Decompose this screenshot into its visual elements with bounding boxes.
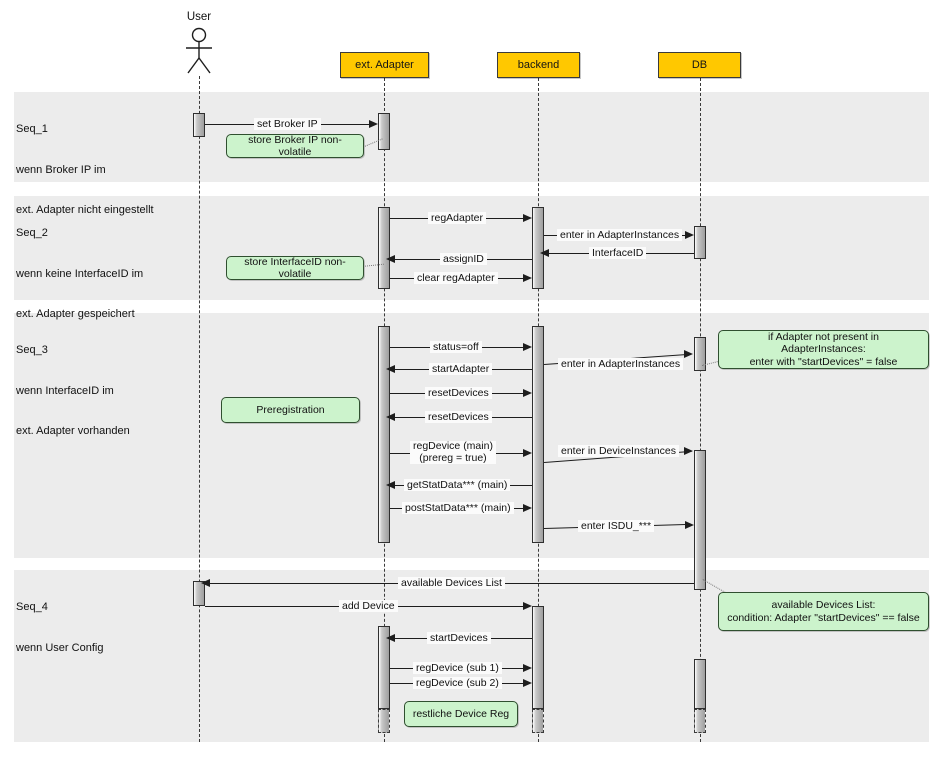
- message-arrow-available-devices-list: [201, 578, 210, 587]
- message-label-available-devices-list: available Devices List: [398, 577, 505, 589]
- note-restliche-device-reg: restliche Device Reg: [404, 701, 518, 727]
- fragment-name-seq3: Seq_3: [16, 344, 48, 356]
- note-if-adapter-not-present: if Adapter not present in AdapterInstanc…: [718, 330, 929, 369]
- lifeline-label-adapter: ext. Adapter: [355, 59, 414, 71]
- message-label-enter-deviceinstances: enter in DeviceInstances: [558, 445, 679, 457]
- activation-backend-seq4: [532, 606, 544, 709]
- message-label-reg-device-sub1: regDevice (sub 1): [413, 662, 502, 674]
- note-store-interfaceid: store InterfaceID non-volatile: [226, 256, 364, 280]
- message-label-enter-isdu: enter ISDU_***: [578, 520, 655, 532]
- message-label-interfaceid: InterfaceID: [589, 247, 647, 259]
- activation-continuation-db: [694, 709, 706, 733]
- message-arrow-enter-adapterinstances-1: [685, 230, 694, 239]
- activation-adapter-seq4: [378, 626, 390, 709]
- fragment-cond1-seq2: wenn keine InterfaceID im: [16, 267, 144, 280]
- note-available-devices-list-line2: condition: Adapter "startDevices" == fal…: [727, 611, 920, 624]
- activation-user-seq4: [193, 581, 205, 606]
- message-arrow-interfaceid: [540, 248, 549, 257]
- note-preregistration: Preregistration: [221, 397, 360, 423]
- lifeline-head-adapter[interactable]: ext. Adapter: [340, 52, 429, 78]
- activation-db-seq3-b: [694, 450, 706, 590]
- message-label-reset-devices-2: resetDevices: [425, 411, 492, 423]
- note-if-adapter-not-present-line2: enter with "startDevices" = false: [749, 355, 898, 368]
- activation-continuation-adapter: [378, 709, 390, 733]
- activation-continuation-backend: [532, 709, 544, 733]
- message-arrow-add-device: [523, 601, 532, 610]
- message-label-start-devices: startDevices: [427, 632, 491, 644]
- activation-adapter-seq1: [378, 113, 390, 150]
- message-label-enter-adapterinstances-2: enter in AdapterInstances: [558, 358, 684, 370]
- message-arrow-start-adapter: [386, 364, 395, 373]
- fragment-name-seq2: Seq_2: [16, 227, 48, 239]
- fragment-name-seq1: Seq_1: [16, 123, 48, 135]
- lifeline-label-db: DB: [691, 59, 708, 71]
- fragment-cond2-seq3: ext. Adapter vorhanden: [16, 425, 130, 437]
- message-arrow-reg-device-sub1: [523, 663, 532, 672]
- note-store-broker-ip: store Broker IP non-volatile: [226, 134, 364, 158]
- message-label-reg-device-main-line2: (prereg = true): [419, 451, 487, 464]
- activation-backend-seq3: [532, 326, 544, 543]
- message-label-post-statdata: postStatData*** (main): [402, 502, 514, 514]
- fragment-label-seq1: Seq_1 wenn Broker IP im ext. Adapter nic…: [16, 96, 154, 245]
- fragment-name-seq4: Seq_4: [16, 601, 48, 613]
- fragment-cond2-seq1: ext. Adapter nicht eingestellt: [16, 204, 154, 216]
- note-if-adapter-not-present-line1: if Adapter not present in AdapterInstanc…: [768, 330, 879, 356]
- note-available-devices-list: available Devices List: condition: Adapt…: [718, 592, 929, 631]
- message-label-reg-device-main: regDevice (main) (prereg = true): [410, 440, 496, 464]
- fragment-label-seq2: Seq_2 wenn keine InterfaceID im ext. Ada…: [16, 200, 143, 349]
- message-label-assignid: assignID: [440, 253, 487, 265]
- message-arrow-reg-device-main: [523, 448, 532, 457]
- message-arrow-reg-adapter: [523, 213, 532, 222]
- message-label-set-broker-ip: set Broker IP: [254, 118, 321, 130]
- message-label-enter-adapterinstances-1: enter in AdapterInstances: [557, 229, 683, 241]
- message-arrow-reg-device-sub2: [523, 678, 532, 687]
- message-label-start-adapter: startAdapter: [429, 363, 493, 375]
- lifeline-head-backend[interactable]: backend: [497, 52, 580, 78]
- message-arrow-enter-adapterinstances-2: [684, 349, 693, 358]
- message-arrow-start-devices: [386, 633, 395, 642]
- activation-backend-seq2: [532, 207, 544, 289]
- message-label-reset-devices-1: resetDevices: [425, 387, 492, 399]
- message-arrow-status-off: [523, 342, 532, 351]
- lifeline-label-user: User: [186, 11, 212, 23]
- message-label-get-statdata: getStatData*** (main): [404, 479, 511, 491]
- fragment-label-seq3: Seq_3 wenn InterfaceID im ext. Adapter v…: [16, 317, 130, 466]
- fragment-cond2-seq2: ext. Adapter gespeichert: [16, 308, 135, 320]
- message-label-status-off: status=off: [430, 341, 482, 353]
- actor-figure-user: [186, 27, 212, 74]
- activation-db-seq3-a: [694, 337, 706, 371]
- message-label-clear-regadapter: clear regAdapter: [414, 272, 498, 284]
- activation-adapter-seq3: [378, 326, 390, 543]
- fragment-cond1-seq1: wenn Broker IP im: [16, 163, 106, 176]
- fragment-cond1-seq3: wenn InterfaceID im: [16, 384, 114, 397]
- note-available-devices-list-line1: available Devices List:: [771, 599, 876, 611]
- lifeline-label-backend: backend: [517, 59, 560, 71]
- message-label-reg-device-main-line1: regDevice (main): [413, 440, 493, 452]
- lifeline-head-db[interactable]: DB: [658, 52, 741, 78]
- fragment-label-seq4: Seq_4 wenn User Config: [16, 574, 103, 682]
- message-arrow-set-broker-ip: [369, 119, 378, 128]
- message-label-reg-device-sub2: regDevice (sub 2): [413, 677, 502, 689]
- message-arrow-enter-deviceinstances: [684, 446, 693, 455]
- activation-adapter-seq2: [378, 207, 390, 289]
- activation-user-seq1: [193, 113, 205, 137]
- message-arrow-get-statdata: [386, 480, 395, 489]
- message-label-add-device: add Device: [339, 600, 398, 612]
- lifeline-user: [199, 76, 200, 742]
- fragment-cond1-seq4: wenn User Config: [16, 641, 104, 654]
- message-label-reg-adapter: regAdapter: [428, 212, 486, 224]
- message-arrow-reset-devices-1: [523, 388, 532, 397]
- activation-db-seq2: [694, 226, 706, 259]
- message-arrow-post-statdata: [523, 503, 532, 512]
- fragment-band-seq1: [14, 92, 929, 182]
- message-arrow-assignid: [386, 254, 395, 263]
- activation-db-seq4: [694, 659, 706, 709]
- message-arrow-clear-regadapter: [523, 273, 532, 282]
- message-arrow-enter-isdu: [685, 520, 694, 529]
- message-arrow-reset-devices-2: [386, 412, 395, 421]
- lifeline-db: [700, 78, 701, 742]
